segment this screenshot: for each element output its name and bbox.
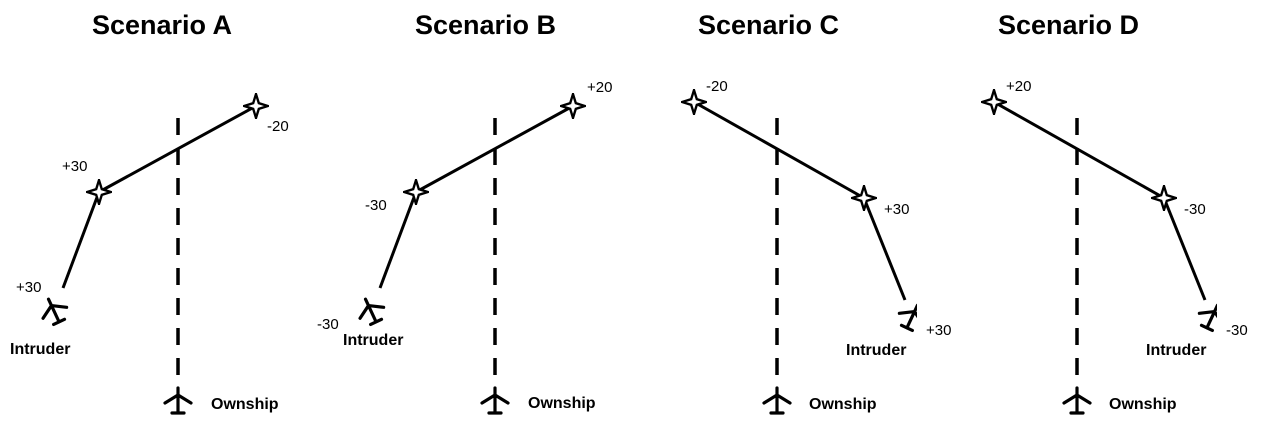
intruder-path-leg-1 bbox=[378, 191, 418, 289]
waypoint-altitude-label: -30 bbox=[365, 197, 387, 214]
endpoint-star-icon bbox=[681, 89, 707, 115]
intruder-label: Intruder bbox=[10, 341, 71, 358]
intruder-label: Intruder bbox=[1146, 342, 1207, 359]
scenario-b-panel: Scenario B -30 -30 +20 Intruder Ownship bbox=[317, 0, 634, 425]
end-altitude-label: +20 bbox=[587, 79, 613, 96]
waypoint-star-icon bbox=[403, 179, 429, 205]
scenario-title: Scenario B bbox=[415, 10, 557, 40]
scenario-d-panel: Scenario D -30 -30 +20 Intruder Ownship bbox=[900, 0, 1248, 425]
ownship-label: Ownship bbox=[1109, 396, 1177, 413]
ownship-aircraft-icon bbox=[762, 386, 792, 415]
scenario-a-panel: Scenario A +30 +30 -20 Intruder Ownship bbox=[0, 0, 317, 425]
end-altitude-label: -20 bbox=[706, 78, 728, 95]
scenario-title: Scenario C bbox=[698, 10, 840, 40]
scenario-d-diagram bbox=[981, 89, 1217, 415]
intruder-aircraft-icon bbox=[352, 292, 390, 329]
ownship-label: Ownship bbox=[211, 396, 279, 413]
scenario-title: Scenario A bbox=[92, 10, 233, 40]
end-altitude-label: -20 bbox=[267, 118, 289, 135]
ownship-label: Ownship bbox=[528, 395, 596, 412]
start-altitude-label: +30 bbox=[926, 322, 952, 339]
start-altitude-label: +30 bbox=[16, 279, 42, 296]
start-altitude-label: -30 bbox=[1226, 322, 1248, 339]
intruder-aircraft-icon bbox=[1193, 298, 1217, 335]
waypoint-altitude-label: +30 bbox=[884, 201, 910, 218]
end-altitude-label: +20 bbox=[1006, 78, 1032, 95]
intruder-path-leg-1 bbox=[1162, 197, 1207, 301]
ownship-label: Ownship bbox=[809, 396, 877, 413]
ownship-aircraft-icon bbox=[163, 386, 193, 415]
scenario-a-diagram bbox=[35, 93, 269, 415]
endpoint-star-icon bbox=[560, 93, 586, 119]
scenario-title: Scenario D bbox=[998, 10, 1140, 40]
intruder-path-leg-2 bbox=[415, 104, 574, 194]
intruder-aircraft-icon bbox=[35, 292, 73, 329]
intruder-label: Intruder bbox=[343, 332, 404, 349]
waypoint-altitude-label: -30 bbox=[1184, 201, 1206, 218]
intruder-path-leg-1 bbox=[862, 197, 907, 301]
intruder-path-leg-2 bbox=[98, 104, 257, 194]
intruder-path-leg-1 bbox=[61, 191, 101, 289]
intruder-path-leg-2 bbox=[993, 100, 1165, 200]
endpoint-star-icon bbox=[981, 89, 1007, 115]
endpoint-star-icon bbox=[243, 93, 269, 119]
ownship-aircraft-icon bbox=[480, 386, 510, 415]
waypoint-star-icon bbox=[86, 179, 112, 205]
ownship-aircraft-icon bbox=[1062, 386, 1092, 415]
intruder-label: Intruder bbox=[846, 342, 907, 359]
scenario-c-diagram bbox=[681, 89, 917, 415]
scenario-c-panel: Scenario C +30 +30 -20 Intruder Ownship bbox=[600, 0, 951, 425]
waypoint-star-icon bbox=[1151, 185, 1177, 211]
waypoint-altitude-label: +30 bbox=[62, 158, 88, 175]
intruder-path-leg-2 bbox=[693, 100, 865, 200]
waypoint-star-icon bbox=[851, 185, 877, 211]
scenario-b-diagram bbox=[352, 93, 586, 415]
start-altitude-label: -30 bbox=[317, 316, 339, 333]
